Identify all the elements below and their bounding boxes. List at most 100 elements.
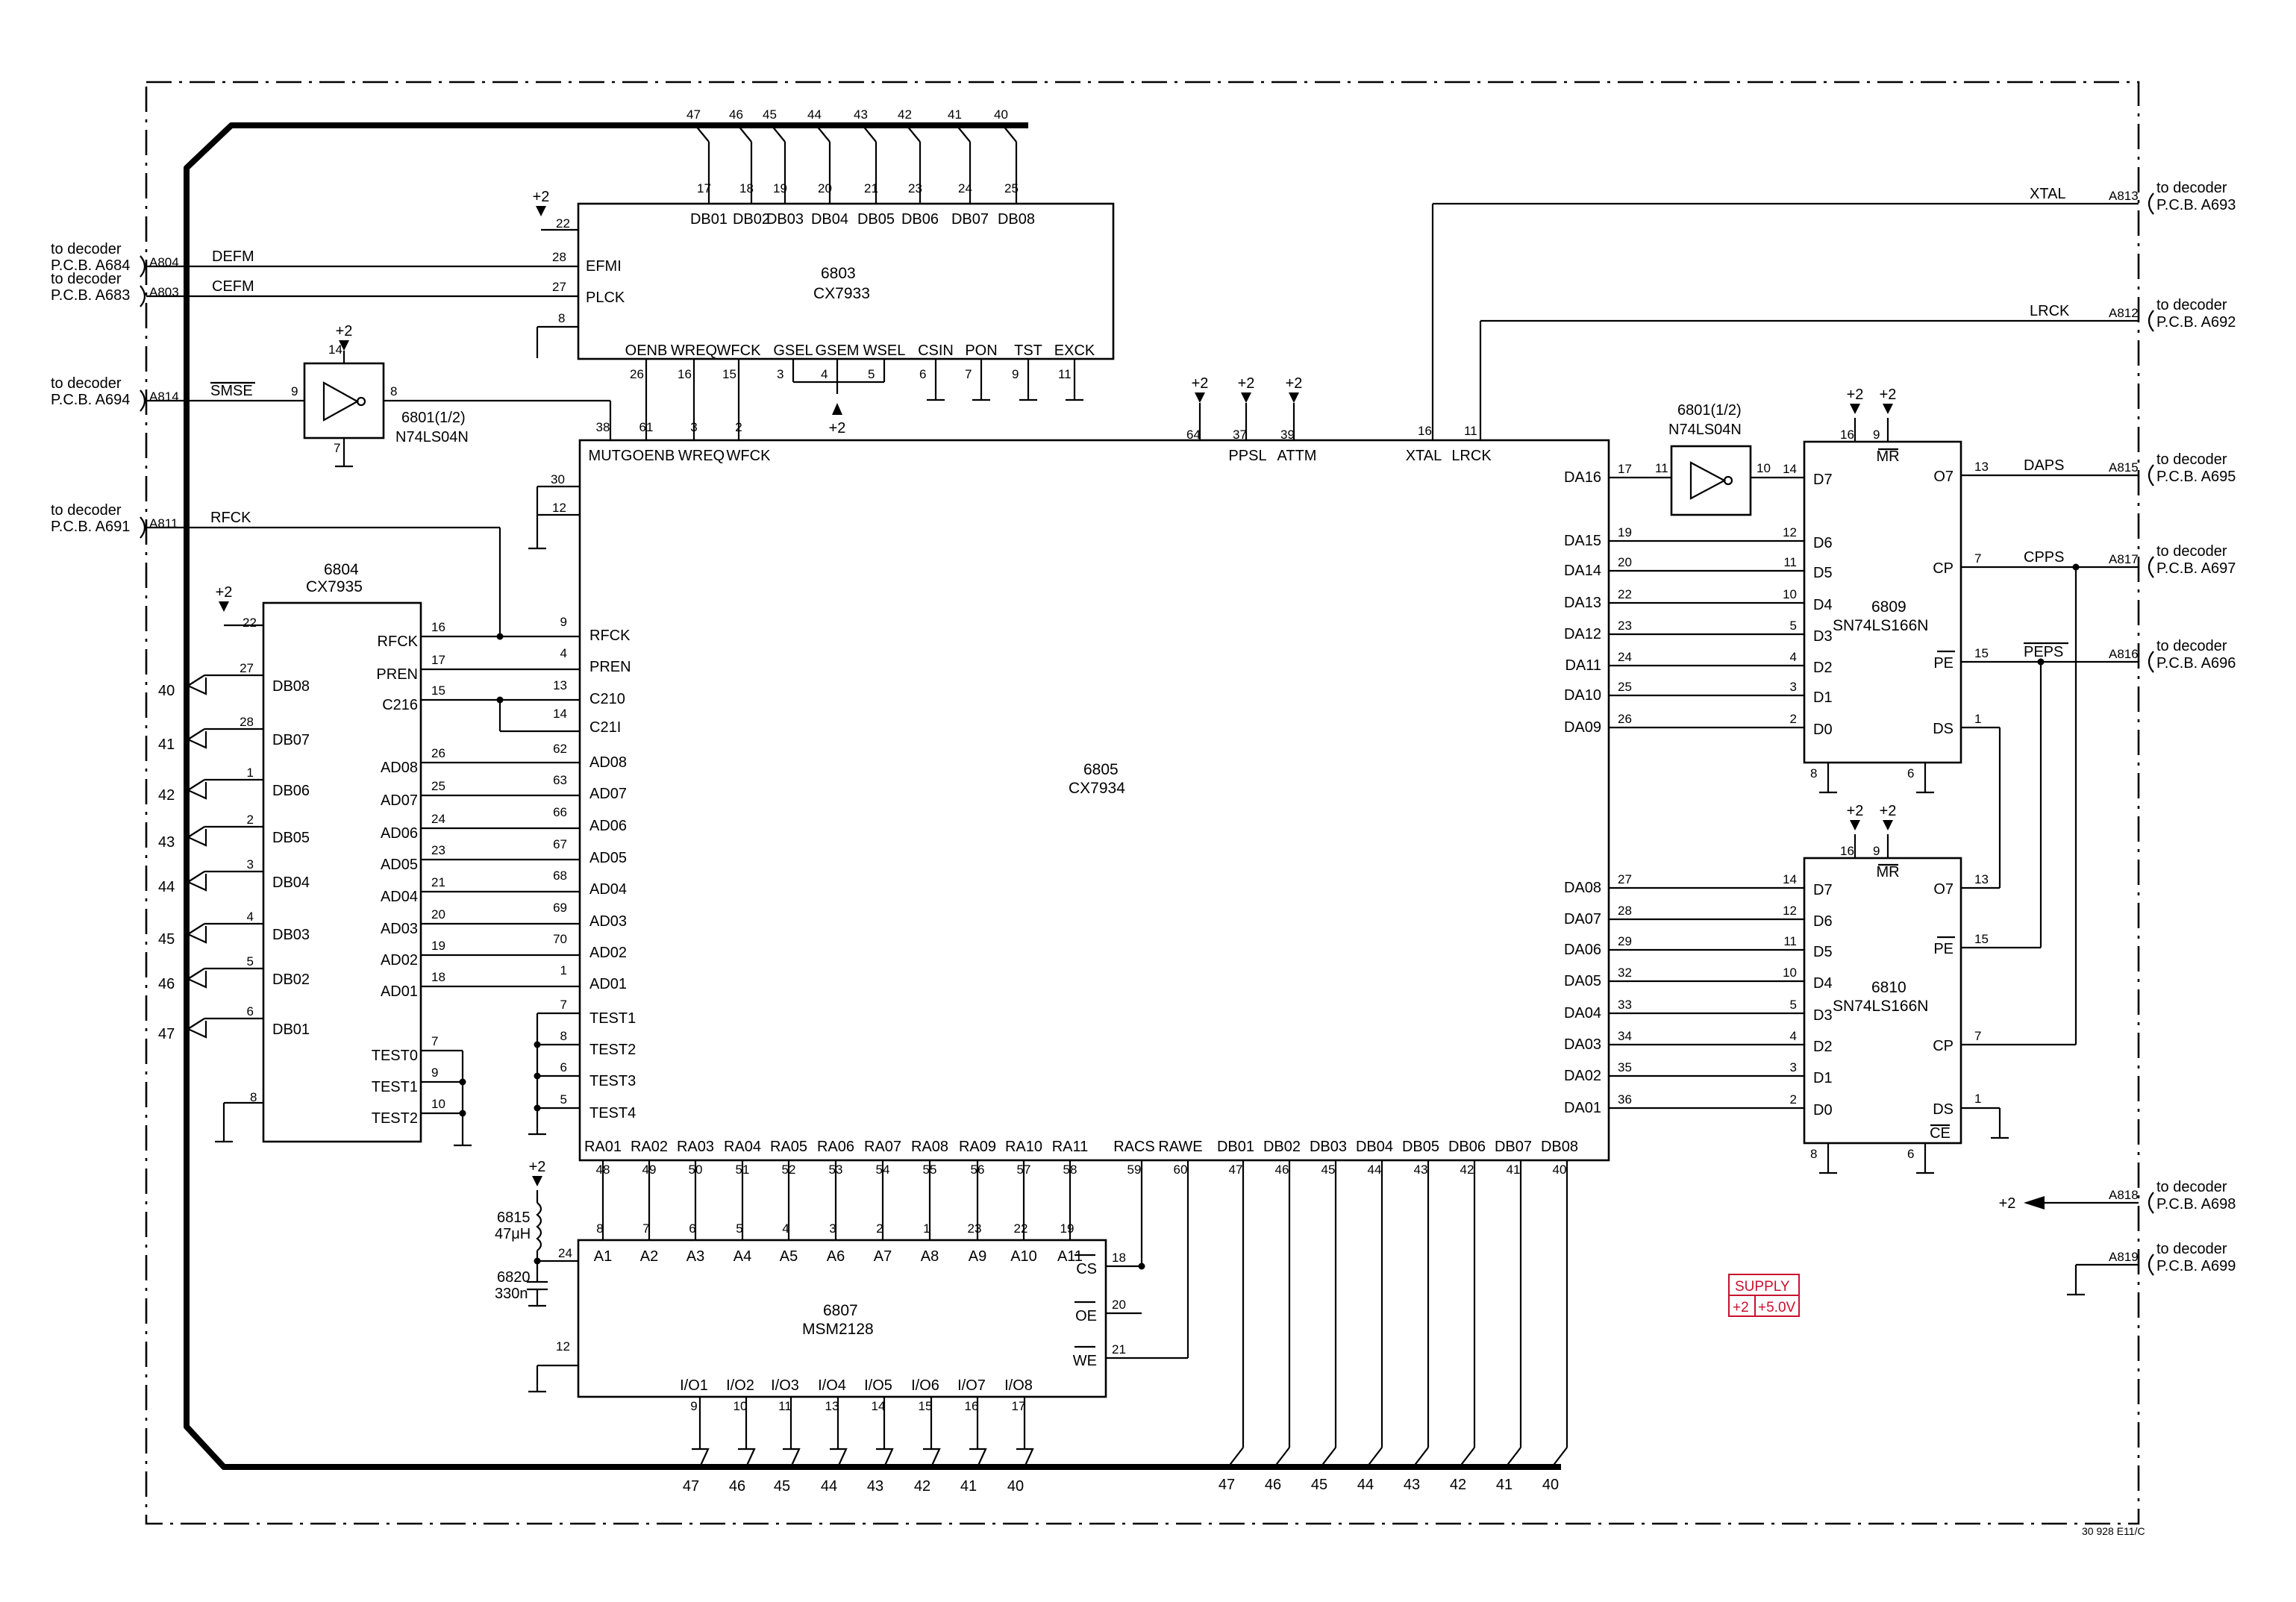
ic-6804-pin-label: TEST2: [372, 1110, 418, 1127]
bus-number: 46: [1265, 1477, 1281, 1493]
ic-6807-pin-label: I/O2: [726, 1377, 754, 1394]
ic-6805-pin: 40: [1553, 1163, 1567, 1177]
bus-number: 45: [158, 931, 175, 948]
ic-6807-pin-label: I/O6: [911, 1377, 939, 1394]
ic-6807-pin: 24: [558, 1246, 572, 1260]
ic-6805-pin-label: AD04: [589, 881, 627, 898]
ic-6805-pin-label: RFCK: [589, 628, 631, 644]
ic-6809-pin: 1: [1974, 712, 1981, 726]
ic-6805-pin-label: DA06: [1564, 942, 1601, 958]
bus-number: 42: [158, 787, 175, 804]
ic-6805-pin-label: WFCK: [727, 448, 772, 464]
ic-6805-pin: 70: [553, 932, 567, 946]
ic-6805-ref: 6805: [1083, 761, 1119, 778]
ic-6810-pin-label: D3: [1813, 1007, 1833, 1024]
ic-6805-pin: 57: [1017, 1163, 1031, 1177]
ic-6804-pin-label: AD02: [381, 952, 418, 969]
connector-board: P.C.B. A684: [51, 257, 130, 274]
ic-6805-pin: 63: [553, 773, 567, 787]
ic-6804-ref: 6804: [324, 561, 359, 578]
connector-text: to decoder: [2156, 451, 2227, 468]
ic-6805-pin: 61: [639, 420, 654, 434]
ic-6810-pin: 3: [1790, 1060, 1797, 1074]
inverter-b-pin: 10: [1757, 461, 1771, 475]
ic-6805-pin-label: DA05: [1564, 973, 1601, 989]
ic-6810-part: SN74LS166N: [1833, 998, 1928, 1015]
ic-6805-pin-label: DB03: [1310, 1139, 1347, 1155]
inductor-6815-ref: 6815: [497, 1210, 531, 1226]
ic-6805-pin-label: TEST3: [589, 1073, 636, 1089]
ic-6803-pin: 8: [558, 311, 565, 325]
bus-number: 45: [763, 107, 777, 122]
ic-6803-pin: 25: [1004, 181, 1019, 195]
ic-6805-pin-label: PPSL: [1228, 448, 1266, 464]
ic-6803-pin: 4: [821, 367, 828, 381]
bus-number: 43: [854, 107, 868, 122]
ic-6809-pin: 10: [1783, 587, 1797, 601]
bus-number: 40: [158, 683, 175, 699]
ic-6804-pin: 8: [250, 1090, 257, 1104]
board-border: [145, 81, 2140, 1525]
ic-6805-pin-label: TEST2: [589, 1042, 636, 1058]
bus-number: 40: [994, 107, 1008, 122]
ic-6807-pin: 23: [968, 1221, 982, 1236]
connector-text: to decoder: [51, 241, 122, 257]
connector-id: A818: [2109, 1188, 2139, 1202]
ic-6805-pin-label: DA11: [1565, 657, 1601, 674]
capacitor-6820-ref: 6820: [497, 1269, 531, 1286]
ic-6805-pin-label: PREN: [589, 659, 631, 675]
ic-6804-pin-label: DB05: [272, 830, 310, 846]
inverter-a-ref: 6801(1/2): [401, 410, 466, 426]
ic-6804-pin: 10: [431, 1097, 445, 1111]
connector-text: to decoder: [2156, 1179, 2227, 1195]
inverter-a-body: [303, 362, 385, 439]
connector-id: A813: [2109, 189, 2139, 203]
connector-board: P.C.B. A696: [2156, 655, 2236, 672]
ic-6807-pin-label: A4: [733, 1248, 751, 1265]
ic-6807-pin-label: A2: [640, 1248, 658, 1265]
signal-label: DAPS: [2024, 457, 2064, 474]
ic-6807-pin: 12: [556, 1339, 570, 1354]
connector-text: to decoder: [2156, 297, 2227, 313]
ic-6803-pin: 24: [958, 181, 972, 195]
ic-6803-pin-label: CSIN: [918, 342, 954, 359]
ic-6809-pin-label: D5: [1813, 565, 1833, 581]
ic-6805-pin-label: DA02: [1564, 1068, 1601, 1084]
ic-6810-pin: 15: [1974, 932, 1989, 946]
ic-6805-pin-label: RA02: [631, 1139, 668, 1155]
ic-6805-pin: 11: [1464, 424, 1477, 438]
ic-6804-pin-label: AD03: [381, 921, 418, 937]
ic-6810-pin-label: D5: [1813, 944, 1833, 960]
signal-label: DEFM: [212, 248, 254, 265]
ic-6803-pin-label: DB08: [998, 211, 1035, 228]
ic-6804-pin-label: AD07: [381, 792, 418, 809]
ic-6805-part: CX7934: [1069, 780, 1125, 797]
connector-text: to decoder: [2156, 543, 2227, 560]
ic-6805-pin-label: DB08: [1541, 1139, 1578, 1155]
ic-6807-pin-label: WE: [1073, 1353, 1097, 1369]
ic-6809-pin-label: MR: [1876, 448, 1899, 465]
ic-6804-pin: 17: [431, 653, 445, 667]
ic-6810-pin: 11: [1783, 934, 1797, 948]
ic-6803-pin-label: DB04: [811, 211, 848, 228]
ic-6804-pin-label: AD05: [381, 857, 418, 873]
ic-6809-pin-label: D3: [1813, 628, 1833, 645]
ic-6809-pin-label: D4: [1813, 597, 1833, 613]
ic-6804-pin: 7: [431, 1034, 438, 1048]
ic-6810-pin: 16: [1840, 844, 1854, 858]
ic-6805-pin: 39: [1280, 428, 1295, 442]
ic-6804-pin-label: DB01: [272, 1021, 310, 1038]
ic-6805-pin: 1: [560, 963, 567, 977]
ic-6804-pin-label: C216: [382, 697, 418, 713]
ic-6805-pin: 19: [1618, 525, 1632, 539]
bus-number: 42: [914, 1478, 930, 1495]
supply-rail: +2: [1733, 1300, 1749, 1315]
ic-6804-pin-label: DB03: [272, 927, 310, 943]
ic-6809-pin: 14: [1783, 462, 1797, 476]
ic-6803-pin: 16: [678, 367, 692, 381]
ic-6805-pin: 55: [923, 1163, 937, 1177]
ic-6803-pin-label: WREQ: [671, 342, 717, 359]
connector-text: to decoder: [51, 502, 122, 519]
ic-6805-pin: 58: [1063, 1163, 1077, 1177]
ic-6804-pin: 1: [247, 766, 254, 780]
